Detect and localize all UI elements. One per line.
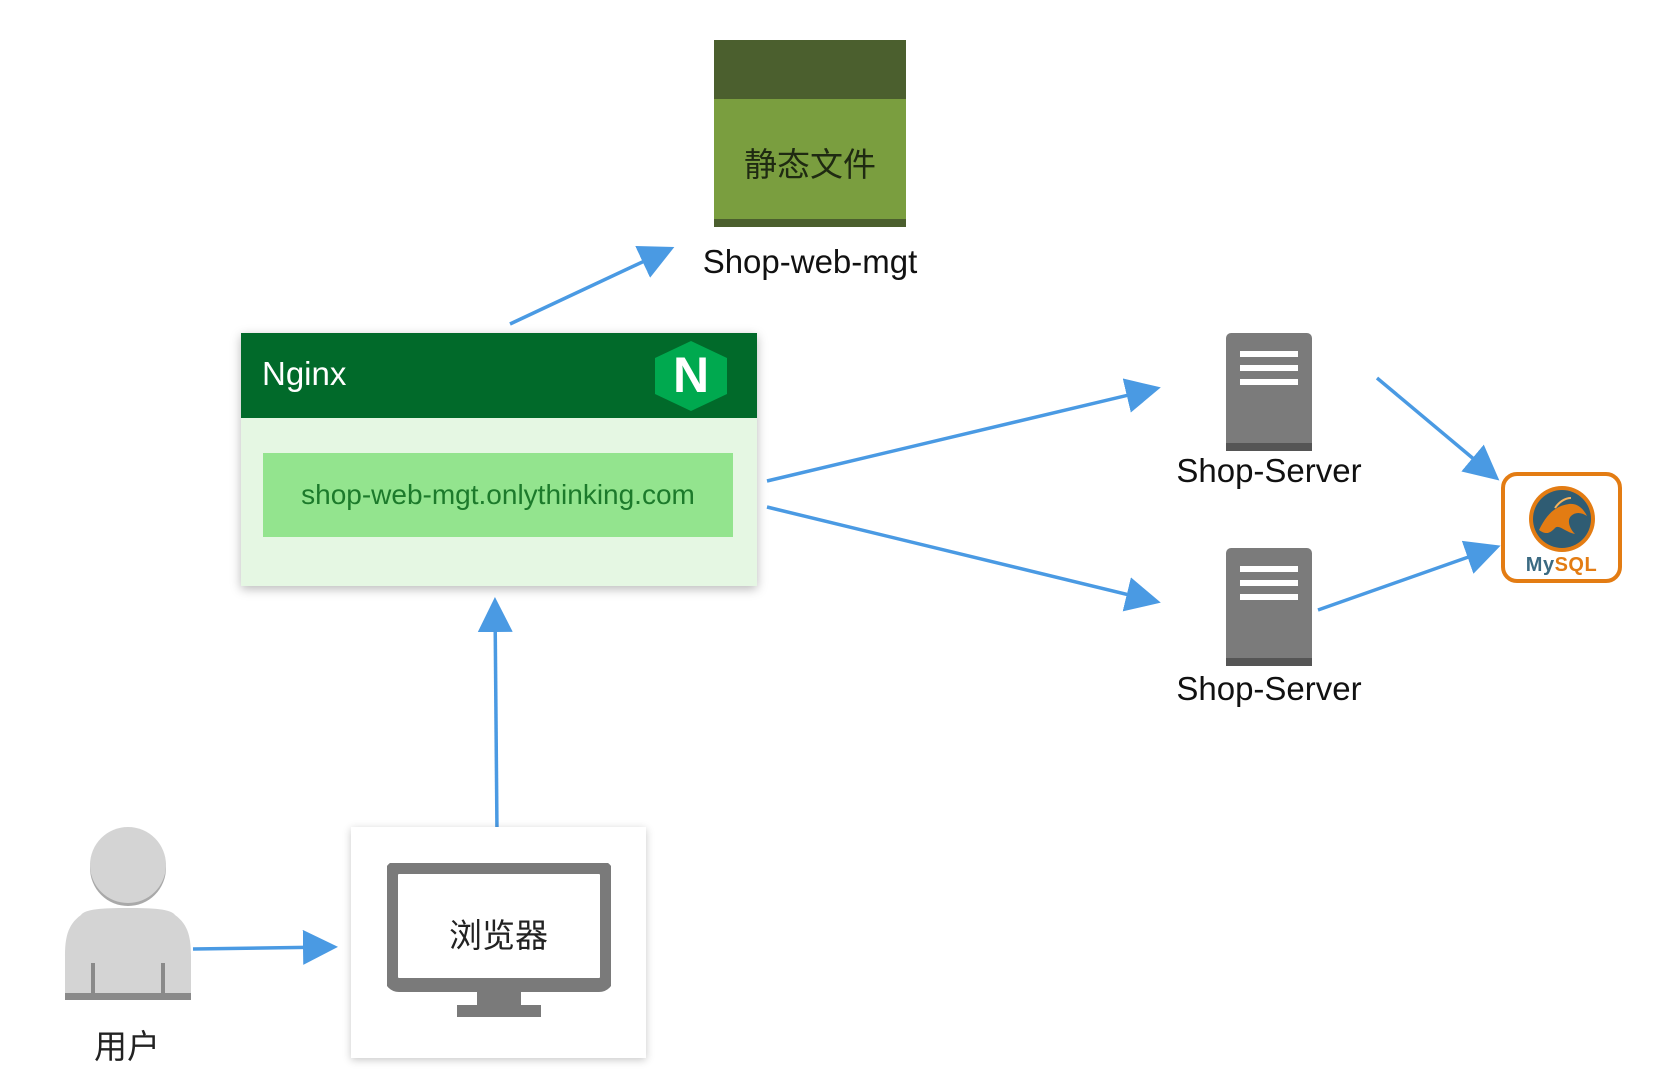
mysql-label-sql: SQL — [1554, 554, 1598, 576]
server-1-label: Shop-Server — [1176, 452, 1362, 489]
server-1 — [1226, 333, 1312, 451]
browser-card: 浏览器 — [351, 827, 646, 1058]
arrow-server-2-to-mysql — [1317, 540, 1501, 612]
nginx-logo-letter: N — [673, 347, 709, 403]
user-label: 用户 — [94, 1027, 160, 1066]
nginx-header: Nginx N — [241, 333, 757, 418]
monitor-icon — [387, 863, 611, 1017]
mysql-label-my: My — [1525, 554, 1555, 576]
browser-label: 浏览器 — [449, 916, 548, 955]
mysql-dolphin-icon — [1529, 486, 1595, 552]
static-files-top-band — [714, 40, 906, 99]
arrow-browser-to-nginx — [477, 597, 513, 835]
server-2-label: Shop-Server — [1176, 670, 1362, 707]
nginx-domain-box: shop-web-mgt.onlythinking.com — [263, 453, 733, 537]
static-files-box: 静态文件 — [714, 40, 906, 227]
nginx-panel: Nginx N shop-web-mgt.onlythinking.com — [241, 333, 757, 586]
arrow-user-to-browser — [192, 929, 338, 965]
mysql-label: MySQL — [1505, 554, 1618, 577]
nginx-title: Nginx — [262, 355, 347, 392]
arrow-nginx-to-server-1 — [766, 378, 1161, 483]
nginx-domain-text: shop-web-mgt.onlythinking.com — [301, 479, 695, 510]
server-icon — [1226, 333, 1312, 451]
mysql-database: MySQL — [1501, 472, 1622, 583]
user-icon — [65, 827, 191, 1000]
arrow-nginx-to-server-2 — [766, 505, 1161, 612]
arrow-server-1-to-mysql — [1375, 376, 1500, 481]
static-files-bottom-band — [714, 219, 906, 227]
arrow-nginx-to-static — [509, 246, 675, 326]
static-files-label: 静态文件 — [744, 145, 876, 184]
server-2 — [1226, 548, 1312, 666]
server-icon — [1226, 548, 1312, 666]
nginx-logo-icon: N — [655, 341, 727, 411]
static-files-caption: Shop-web-mgt — [702, 243, 918, 280]
